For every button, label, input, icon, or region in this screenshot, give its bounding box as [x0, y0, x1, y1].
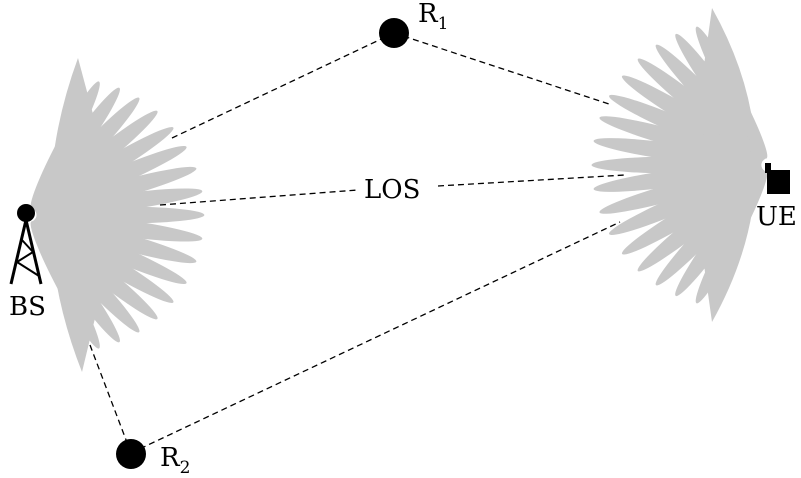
los-label: LOS [364, 175, 420, 205]
link-los-left [159, 189, 359, 206]
ue-beam-lobe [695, 26, 768, 159]
r2-label: R2 [160, 443, 190, 478]
ue-label: UE [756, 202, 797, 232]
link-los-right [437, 174, 626, 187]
ue-beam-lobe [599, 116, 762, 165]
link-bs-r1 [171, 32, 395, 139]
bs-beam-pattern [30, 58, 205, 372]
user-equipment-icon [765, 163, 790, 194]
antenna-tower-icon [9, 204, 43, 285]
relay-r1-node [379, 18, 409, 48]
link-bs-r2 [89, 344, 132, 454]
bs-beam-lobe [35, 215, 197, 264]
link-r1-ue [393, 32, 613, 106]
bs-beam-lobe [30, 221, 100, 349]
link-r2-ue [130, 221, 621, 454]
bs-label: BS [9, 292, 46, 322]
links [89, 32, 626, 454]
ue-beam-lobe [593, 138, 762, 167]
bs-beam-lobe [36, 213, 203, 242]
ue-beam-pattern [591, 8, 768, 322]
r1-label: R1 [418, 0, 448, 34]
relay-r2-node [116, 439, 146, 469]
